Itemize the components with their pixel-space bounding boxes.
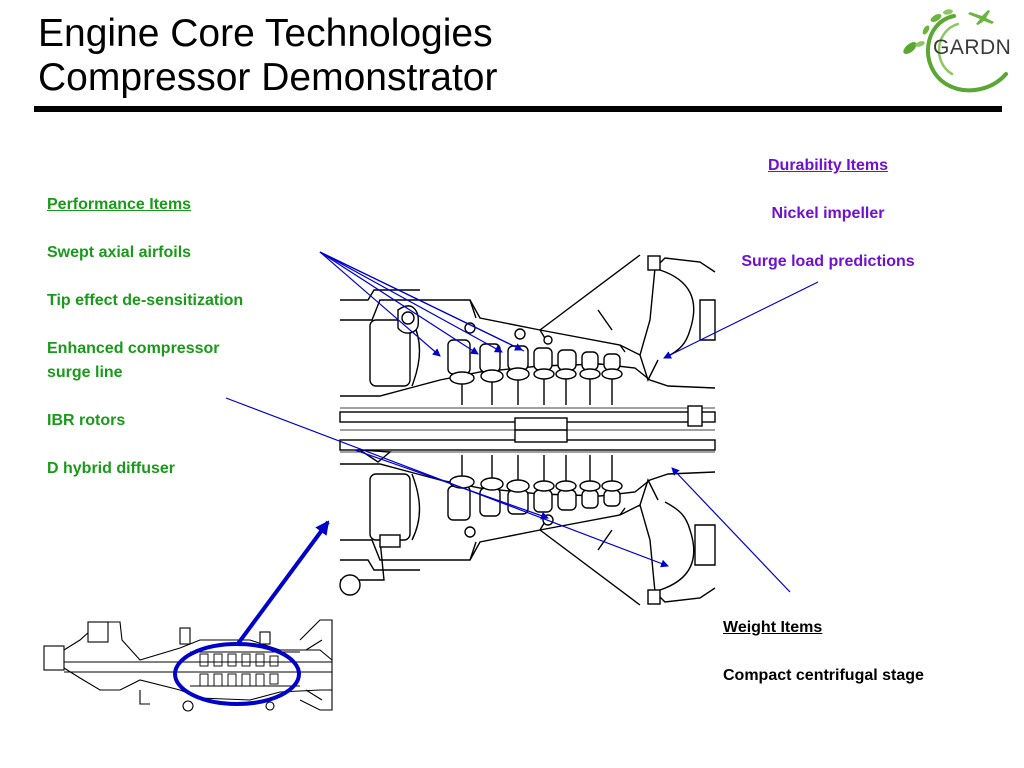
logo-leaf-5 (915, 41, 925, 47)
durability-callout-line (663, 281, 819, 359)
logo-swoosh (925, 14, 1008, 93)
performance-item-4: IBR rotors (47, 412, 126, 429)
performance-item-2: Tip effect de-sensitization (47, 292, 244, 309)
performance-header: Performance Items (47, 196, 192, 213)
performance-item-3: Enhanced compressor surge line (47, 340, 220, 381)
performance-item-5: D hybrid diffuser (47, 460, 176, 477)
durability-item-2: Surge load predictions (741, 253, 915, 270)
performance-items-list: Performance Items Swept axial airfoils T… (47, 193, 297, 481)
durability-item-1: Nickel impeller (771, 205, 885, 222)
compressor-highlight-ellipse (173, 642, 301, 706)
weight-callout-line (671, 467, 791, 593)
logo-text: GARDN (933, 36, 1012, 59)
logo-swoosh-inner (937, 22, 960, 76)
logo-leaf-2 (943, 9, 953, 15)
full-engine-thumbnail (43, 619, 333, 712)
weight-items-list: Weight Items Compact centrifugal stage (723, 616, 924, 688)
upper-rotor-stages (369, 319, 703, 427)
weight-item-1: Compact centrifugal stage (723, 667, 924, 684)
title-line-1: Engine Core Technologies (38, 12, 493, 55)
slide-title: Engine Core Technologies Compressor Demo… (38, 12, 497, 100)
weight-header: Weight Items (723, 619, 823, 636)
lower-rotor-stages (369, 455, 659, 541)
logo-leaf-1 (930, 14, 942, 22)
performance-callout-lines (225, 251, 669, 568)
title-line-2: Compressor Demonstrator (38, 56, 498, 99)
durability-items-list: Durability Items Nickel impeller Surge l… (712, 154, 944, 274)
compressor-cross-section (339, 254, 716, 606)
zoom-arrow (235, 520, 330, 647)
performance-item-1: Swept axial airfoils (47, 244, 192, 261)
logo-leaf-4 (903, 42, 917, 54)
gardn-logo (903, 9, 1008, 93)
logo-leaf-3 (922, 25, 930, 35)
durability-header: Durability Items (767, 157, 889, 174)
title-divider (34, 106, 1002, 112)
logo-airplane-icon (968, 10, 994, 25)
